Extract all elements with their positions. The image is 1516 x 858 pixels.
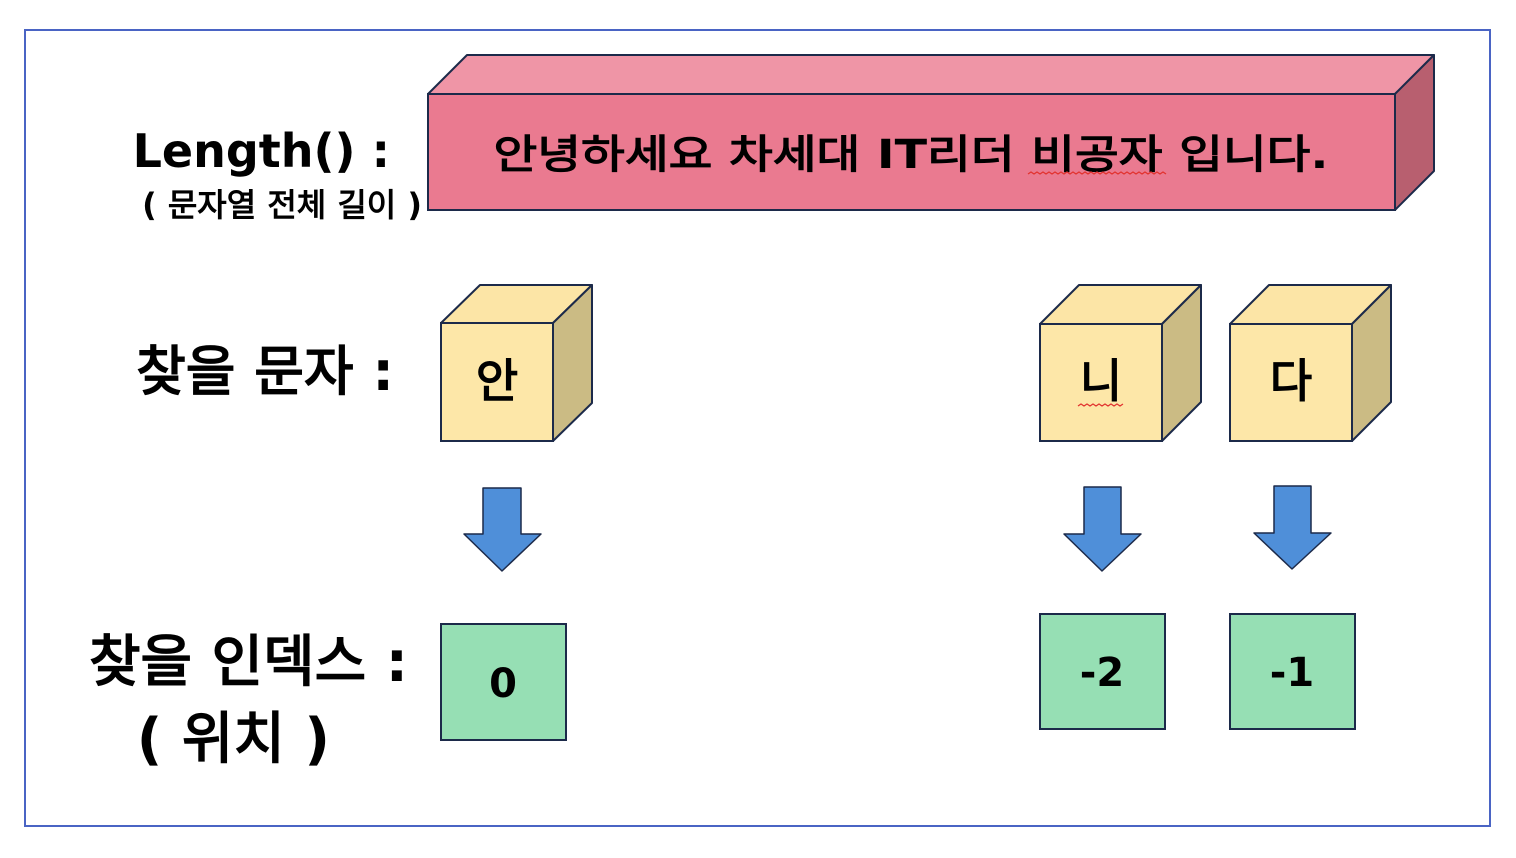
- string-bar-front: [427, 93, 1396, 211]
- index-box-rect: [1039, 613, 1166, 730]
- index-box-value: 0: [489, 661, 517, 707]
- char-cube-front: [1039, 323, 1163, 442]
- find-index-sublabel: ( 위치 ): [136, 707, 330, 772]
- char-cube-label: 다: [1270, 354, 1312, 408]
- index-box-rect: [440, 623, 567, 741]
- index-box: -1: [1229, 613, 1356, 730]
- char-cube-label: 안: [476, 354, 518, 408]
- char-cube-front: [1229, 323, 1353, 442]
- length-label: Length() :: [132, 124, 390, 178]
- char-cube-label: 니: [1080, 354, 1122, 408]
- char-cube: 안: [440, 284, 593, 442]
- char-cube: 니: [1039, 284, 1202, 442]
- spellcheck-underline: [1027, 171, 1167, 175]
- index-box: -2: [1039, 613, 1166, 730]
- spellcheck-underline: [1077, 403, 1124, 407]
- length-sublabel: ( 문자열 전체 길이 ): [142, 186, 422, 224]
- string-bar-top: [427, 54, 1435, 95]
- char-cube-front: [440, 322, 554, 442]
- down-arrow-icon: [1063, 486, 1142, 572]
- find-index-label: 찾을 인덱스 :: [89, 630, 408, 695]
- down-arrow-icon: [463, 487, 542, 572]
- slide-frame: [24, 29, 1491, 827]
- index-box-value: -1: [1270, 650, 1314, 696]
- index-box-rect: [1229, 613, 1356, 730]
- index-box-value: -2: [1080, 650, 1124, 696]
- char-cube: 다: [1229, 284, 1392, 442]
- find-char-label: 찾을 문자 :: [136, 340, 394, 403]
- string-bar: 안녕하세요 차세대 IT리더 비공자 입니다.: [427, 54, 1435, 211]
- index-box: 0: [440, 623, 567, 741]
- string-bar-text: 안녕하세요 차세대 IT리더 비공자 입니다.: [494, 132, 1329, 178]
- down-arrow-icon: [1253, 485, 1332, 570]
